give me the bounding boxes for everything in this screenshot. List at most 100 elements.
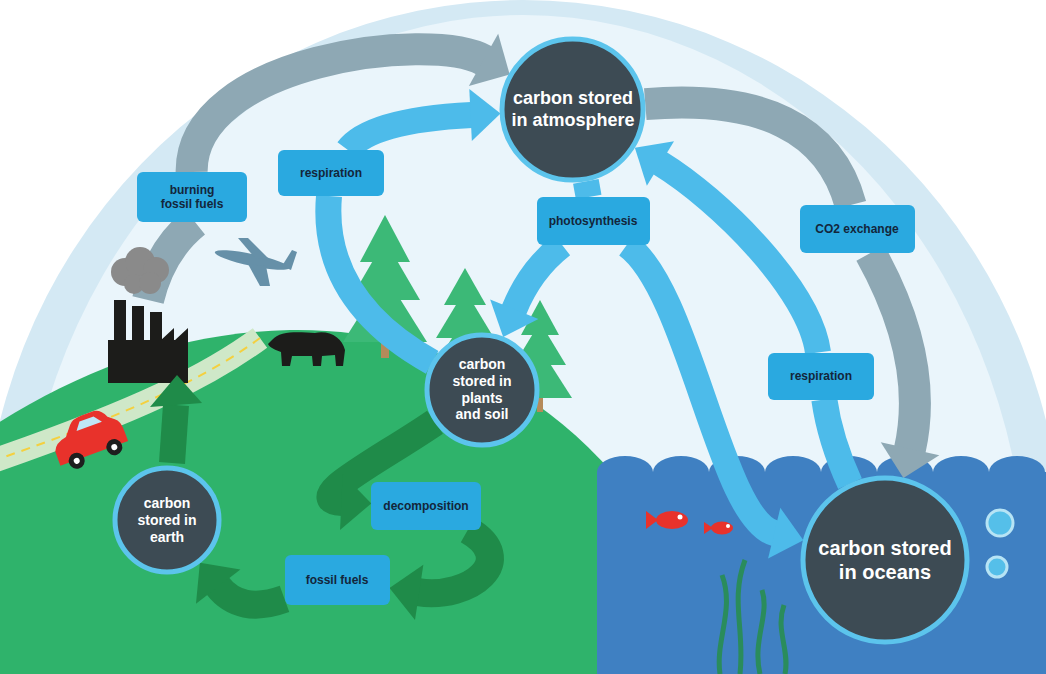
text-wrap: decomposition xyxy=(383,499,468,513)
circle-shape xyxy=(803,478,967,642)
flow-arrow xyxy=(328,196,432,362)
process-label: decomposition xyxy=(383,499,468,513)
fish-body xyxy=(656,511,688,529)
arrowhead xyxy=(768,508,803,559)
seaweed-strand xyxy=(719,575,726,674)
process-label-box: fossil fuels xyxy=(285,555,390,605)
road xyxy=(0,338,260,462)
smoke-cloud xyxy=(111,247,169,294)
carbon-store-circle: carbon stored in plants and soil xyxy=(424,332,540,448)
text-wrap: photosynthesis xyxy=(549,214,638,228)
arrowhead xyxy=(340,474,371,530)
process-label: fossil fuels xyxy=(306,573,369,587)
arrow-shaft xyxy=(328,196,432,362)
seaweed-strand xyxy=(781,605,786,674)
arrowhead xyxy=(635,141,674,185)
bubble xyxy=(987,510,1013,536)
process-label: respiration xyxy=(790,369,852,383)
fish xyxy=(704,522,733,535)
process-label-box: CO2 exchange xyxy=(800,205,915,253)
arrowhead xyxy=(881,442,940,478)
store-label: carbon stored in earth xyxy=(134,495,200,545)
fish-body xyxy=(711,522,733,535)
plane-wing xyxy=(248,264,270,286)
car-window xyxy=(74,414,102,431)
plane-wing xyxy=(238,238,270,260)
process-label-box: burning fossil fuels xyxy=(137,172,247,222)
arrow-shaft xyxy=(870,253,915,450)
flow-arrow xyxy=(870,253,939,478)
car-wheel xyxy=(104,437,125,458)
arrow-shaft xyxy=(660,163,818,352)
circle-outline xyxy=(800,475,970,645)
flow-arrow xyxy=(490,245,562,337)
arrowhead xyxy=(490,300,538,338)
arrow-shaft xyxy=(645,103,850,205)
car xyxy=(47,403,131,474)
ocean-water xyxy=(597,456,1046,674)
text-wrap: carbon stored in atmosphere xyxy=(509,88,637,131)
text-wrap: carbon stored in earth xyxy=(134,495,200,545)
car-hub xyxy=(73,457,81,465)
circle-shape xyxy=(502,39,643,180)
process-label-box: respiration xyxy=(278,150,384,196)
circle-shape xyxy=(427,335,537,445)
car-hub xyxy=(110,443,118,451)
flow-arrow xyxy=(645,103,850,205)
extraction-arrowhead xyxy=(150,375,202,407)
text-wrap: burning fossil fuels xyxy=(156,183,228,212)
flow-arrow xyxy=(390,530,490,620)
process-label-box: photosynthesis xyxy=(537,197,650,245)
process-label: photosynthesis xyxy=(549,214,638,228)
airplane xyxy=(214,238,297,286)
carbon-store-circle: carbon stored in earth xyxy=(112,465,222,575)
process-label: burning fossil fuels xyxy=(156,183,228,212)
arrow-shaft xyxy=(586,181,589,197)
arrow-shaft xyxy=(627,245,775,533)
hill xyxy=(0,330,612,674)
arrowhead xyxy=(469,89,500,141)
tree-tier xyxy=(444,268,486,305)
flow-arrow xyxy=(196,563,285,605)
flow-arrow xyxy=(824,400,850,484)
arrow-shaft xyxy=(218,586,285,605)
text-wrap: carbon stored in plants and soil xyxy=(449,356,515,423)
arrow-shaft xyxy=(348,115,472,150)
text-wrap: carbon stored in oceans xyxy=(815,536,955,584)
arrow-shaft xyxy=(514,245,562,310)
road-line xyxy=(0,338,260,462)
text-wrap: fossil fuels xyxy=(306,573,369,587)
arrowhead xyxy=(469,34,510,86)
fish-eye xyxy=(726,524,730,528)
process-label-box: decomposition xyxy=(371,482,480,530)
fish xyxy=(646,511,688,529)
process-label: respiration xyxy=(300,166,362,180)
store-label: carbon stored in plants and soil xyxy=(449,356,515,423)
arrowhead xyxy=(196,563,240,604)
tree-tier xyxy=(360,215,410,262)
circle-shape xyxy=(115,468,219,572)
seaweed xyxy=(719,560,786,674)
flow-arrow xyxy=(348,89,501,150)
text-wrap: CO2 exchange xyxy=(815,222,898,236)
fish-eye xyxy=(678,515,683,520)
text-wrap: respiration xyxy=(300,166,362,180)
text-wrap: respiration xyxy=(790,369,852,383)
smoke-puff xyxy=(139,272,161,294)
process-label: CO2 exchange xyxy=(815,222,898,236)
car-wheel xyxy=(66,451,87,472)
flow-arrow xyxy=(586,181,589,197)
seaweed-strand xyxy=(738,560,745,674)
factory-roof xyxy=(160,328,188,341)
plane-tail xyxy=(282,250,297,270)
bear xyxy=(268,332,345,366)
carbon-store-circle: carbon stored in oceans xyxy=(800,475,970,645)
bubble xyxy=(987,557,1007,577)
chimney xyxy=(114,300,126,345)
car-body xyxy=(47,403,128,465)
seaweed-strand xyxy=(758,590,764,674)
arrowhead xyxy=(390,565,424,620)
flow-arrow xyxy=(635,141,818,352)
